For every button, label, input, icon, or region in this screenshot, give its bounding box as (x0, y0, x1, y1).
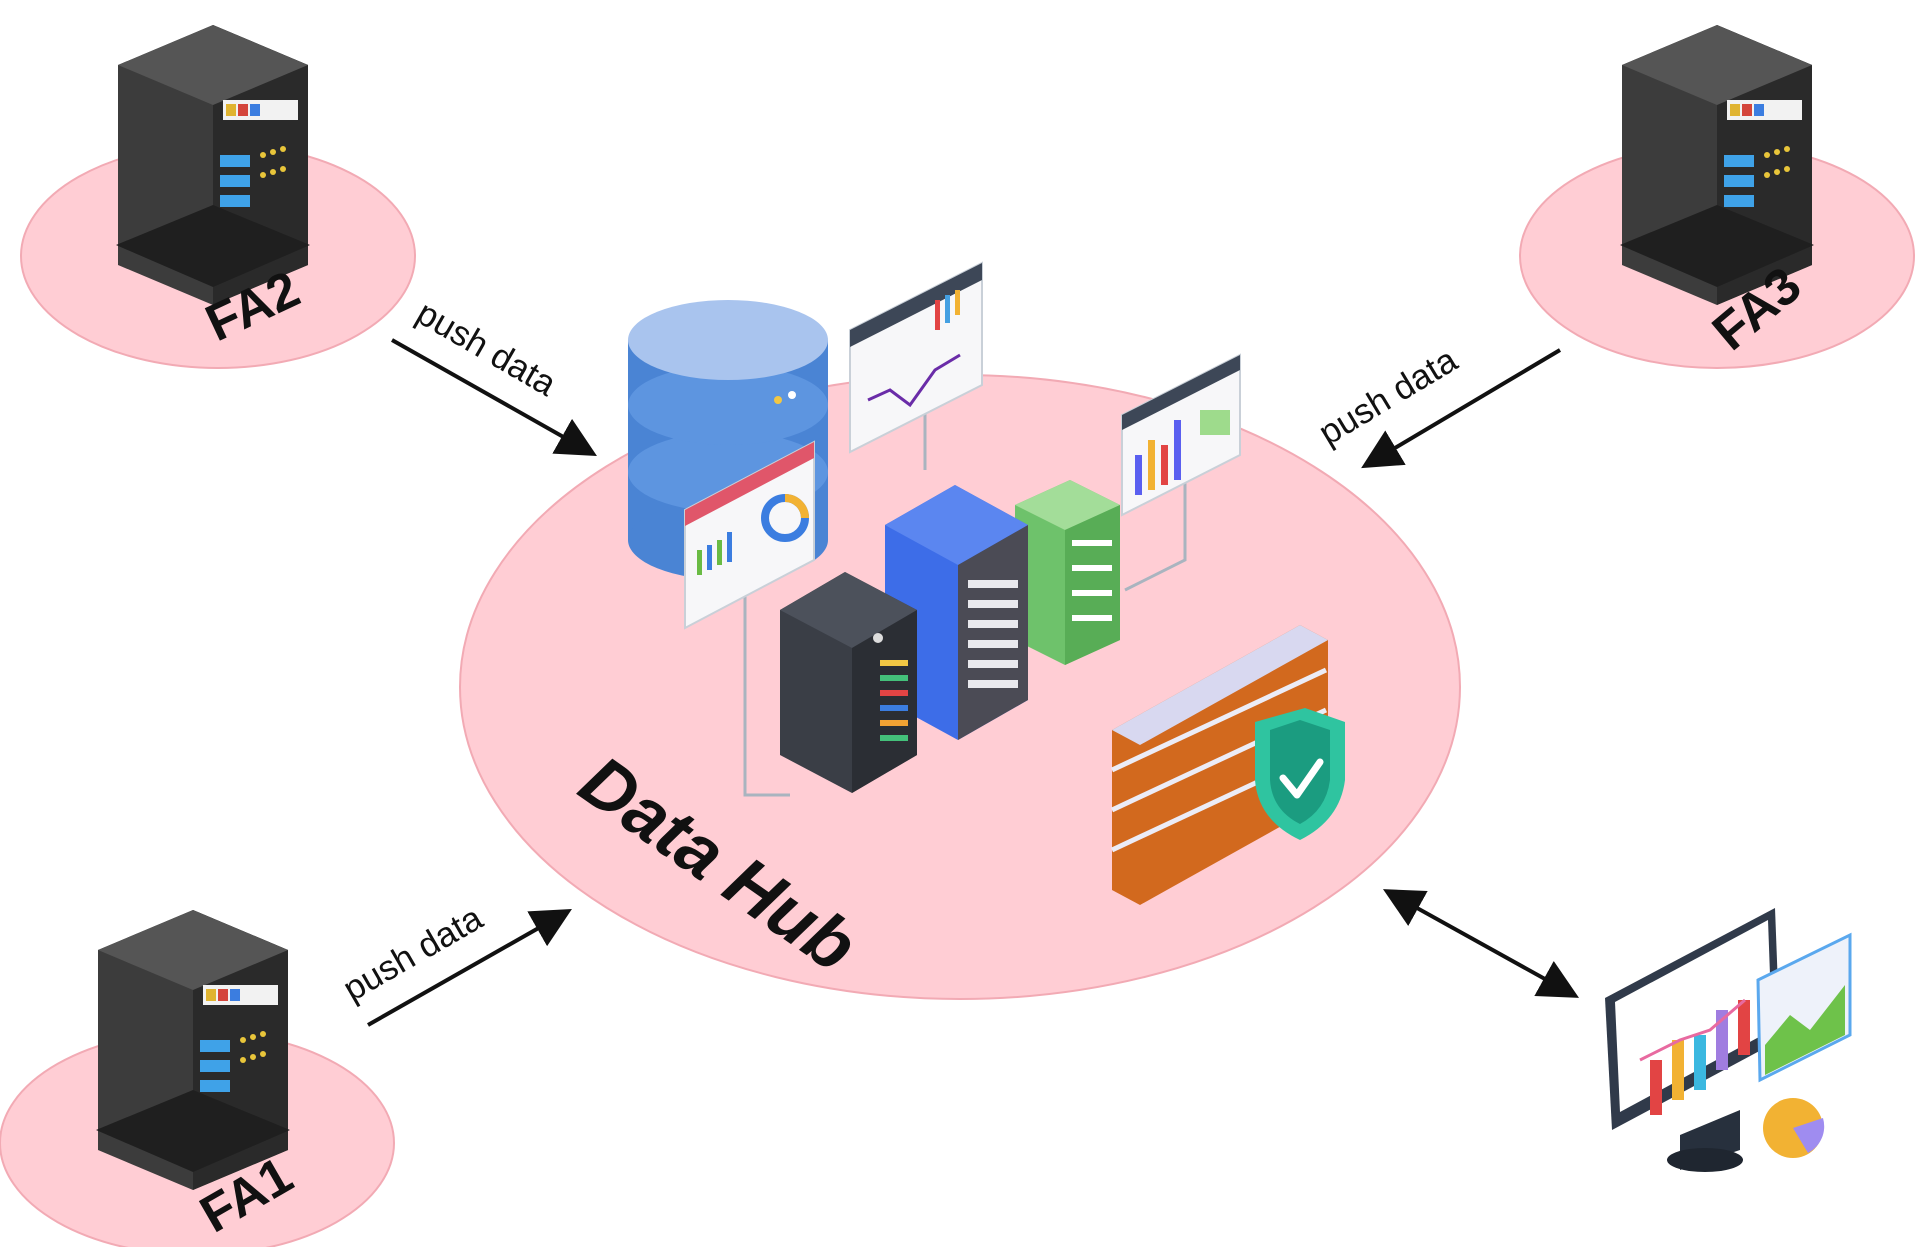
arrow-hub-dashboard (1383, 889, 1579, 998)
dark-server-rack-icon (780, 572, 917, 793)
donut-chart-window-icon (684, 440, 815, 630)
analytics-dashboard-icon (1605, 908, 1852, 1172)
edge-label-fa2: push data (410, 293, 563, 404)
fa2-server-icon (116, 25, 310, 305)
line-chart-window-icon (849, 261, 983, 454)
firewall-shield-icon (1110, 625, 1345, 905)
arrow-fa1-to-hub (367, 909, 572, 1027)
green-server-rack-icon (1015, 480, 1120, 665)
bar-chart-window-icon (1121, 353, 1241, 517)
blue-server-rack-icon (885, 485, 1028, 740)
arrow-fa3-to-hub (1361, 348, 1562, 469)
edge-label-fa3: push data (1312, 340, 1464, 453)
fa3-server-icon (1620, 25, 1814, 305)
fa1-server-icon (96, 910, 290, 1190)
edge-label-fa1: push data (337, 898, 490, 1009)
arrow-fa2-to-hub (391, 338, 597, 456)
